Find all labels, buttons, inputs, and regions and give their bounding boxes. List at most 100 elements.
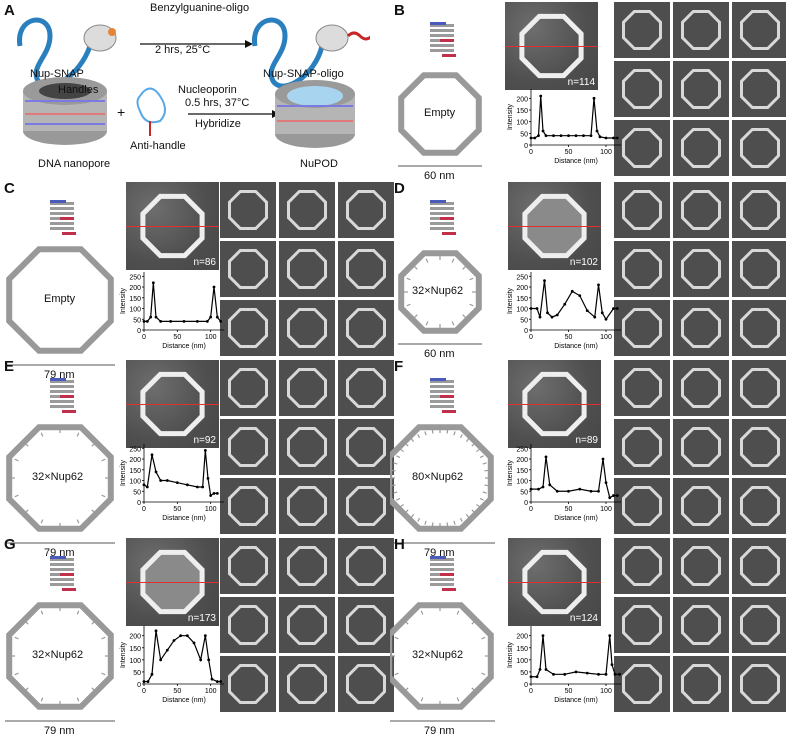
y-tick-label: 150: [516, 646, 528, 653]
data-point: [192, 641, 196, 645]
x-tick-label: 50: [565, 149, 573, 156]
y-tick-label: 150: [516, 296, 528, 303]
particle-image: [220, 241, 276, 297]
particle-image: [614, 61, 670, 117]
profile-line: [508, 582, 601, 583]
data-point: [552, 672, 555, 676]
class-average-image: n=114: [505, 2, 598, 90]
data-point: [529, 675, 533, 679]
data-point: [567, 134, 570, 138]
data-point: [207, 658, 211, 662]
particle-image: [673, 538, 729, 594]
handle-design-icon: [430, 378, 456, 413]
schematic-center-label: Empty: [424, 107, 456, 119]
data-point: [597, 283, 600, 287]
class-average-image: n=92: [126, 360, 219, 448]
y-tick-label: 50: [520, 489, 528, 496]
y-axis-label: Intensity: [120, 641, 127, 668]
schematic-center-label: 32×Nup62: [412, 649, 464, 661]
data-point: [589, 134, 593, 138]
particle-image: [338, 597, 394, 653]
data-point: [593, 315, 597, 319]
particle-count: n=92: [193, 435, 216, 446]
data-point: [210, 677, 214, 681]
particle-image: [279, 419, 335, 475]
particle-image: [614, 120, 670, 176]
schematic-center-label: 32×Nup62: [32, 471, 84, 483]
nucleoporin-icon: [136, 87, 166, 124]
data-point: [546, 311, 549, 315]
x-tick-label: 0: [142, 506, 146, 513]
data-point: [604, 317, 608, 321]
pore-schematic-b: [398, 22, 482, 167]
data-point: [535, 675, 539, 679]
data-point: [205, 320, 209, 323]
data-point: [595, 129, 599, 133]
x-tick-label: 0: [142, 688, 146, 695]
x-tick-label: 50: [173, 334, 181, 341]
data-point: [203, 634, 207, 638]
particle-image: [732, 182, 786, 238]
particle-image: [220, 597, 276, 653]
condition2-label: 0.5 hrs, 37°C: [185, 97, 250, 109]
data-point: [592, 96, 596, 100]
nupod-icon: [275, 80, 355, 148]
y-tick-label: 0: [524, 500, 528, 507]
y-tick-label: 0: [137, 682, 141, 689]
data-point: [585, 309, 589, 313]
data-point: [598, 135, 602, 139]
particle-image: [338, 538, 394, 594]
particle-image: [279, 538, 335, 594]
oligo-icon: [346, 31, 370, 41]
pore-schematic-d: [398, 200, 482, 345]
dna-nanopore-icon: [23, 77, 107, 145]
schematic-center-label: 80×Nup62: [412, 471, 464, 483]
particle-image: [732, 597, 786, 653]
panel-label-g: G: [4, 536, 16, 553]
particle-image: [673, 360, 729, 416]
x-tick-label: 0: [142, 334, 146, 341]
particle-image: [614, 478, 670, 534]
y-tick-label: 250: [516, 274, 528, 281]
y-tick-label: 100: [516, 307, 528, 314]
particle-image: [673, 300, 729, 356]
scale-bar-label: 60 nm: [424, 348, 455, 360]
data-point: [219, 680, 223, 683]
data-point: [149, 315, 153, 319]
nup-snap-label: Nup-SNAP: [30, 68, 84, 80]
data-point: [203, 449, 207, 452]
data-point: [597, 489, 600, 493]
y-axis-label: Intensity: [507, 641, 514, 668]
profile-line: [126, 582, 219, 583]
data-point: [608, 496, 612, 500]
x-axis-label: Distance (nm): [162, 515, 206, 522]
particle-count: n=89: [575, 435, 598, 446]
particle-image: [338, 300, 394, 356]
panel-label-e: E: [4, 358, 15, 375]
panel-label-a: A: [4, 2, 15, 19]
data-point: [543, 279, 546, 282]
particle-image: [338, 419, 394, 475]
y-tick-label: 150: [516, 108, 528, 115]
intensity-line: [531, 635, 620, 678]
y-tick-label: 250: [129, 274, 141, 281]
x-tick-label: 0: [529, 506, 533, 513]
particle-image: [279, 300, 335, 356]
x-tick-label: 100: [205, 334, 217, 341]
data-point: [146, 680, 150, 683]
particle-image: [220, 538, 276, 594]
y-tick-label: 200: [516, 457, 528, 464]
nupod-label: NuPOD: [300, 158, 338, 170]
x-tick-label: 50: [565, 506, 573, 513]
data-point: [209, 494, 213, 497]
class-average-image: n=124: [508, 538, 601, 626]
y-tick-label: 50: [133, 489, 141, 496]
y-tick-label: 0: [524, 328, 528, 335]
data-point: [150, 672, 154, 676]
data-point: [615, 136, 619, 140]
pore-schematic-f: [390, 378, 495, 544]
y-tick-label: 0: [524, 143, 528, 150]
data-point: [185, 483, 189, 487]
